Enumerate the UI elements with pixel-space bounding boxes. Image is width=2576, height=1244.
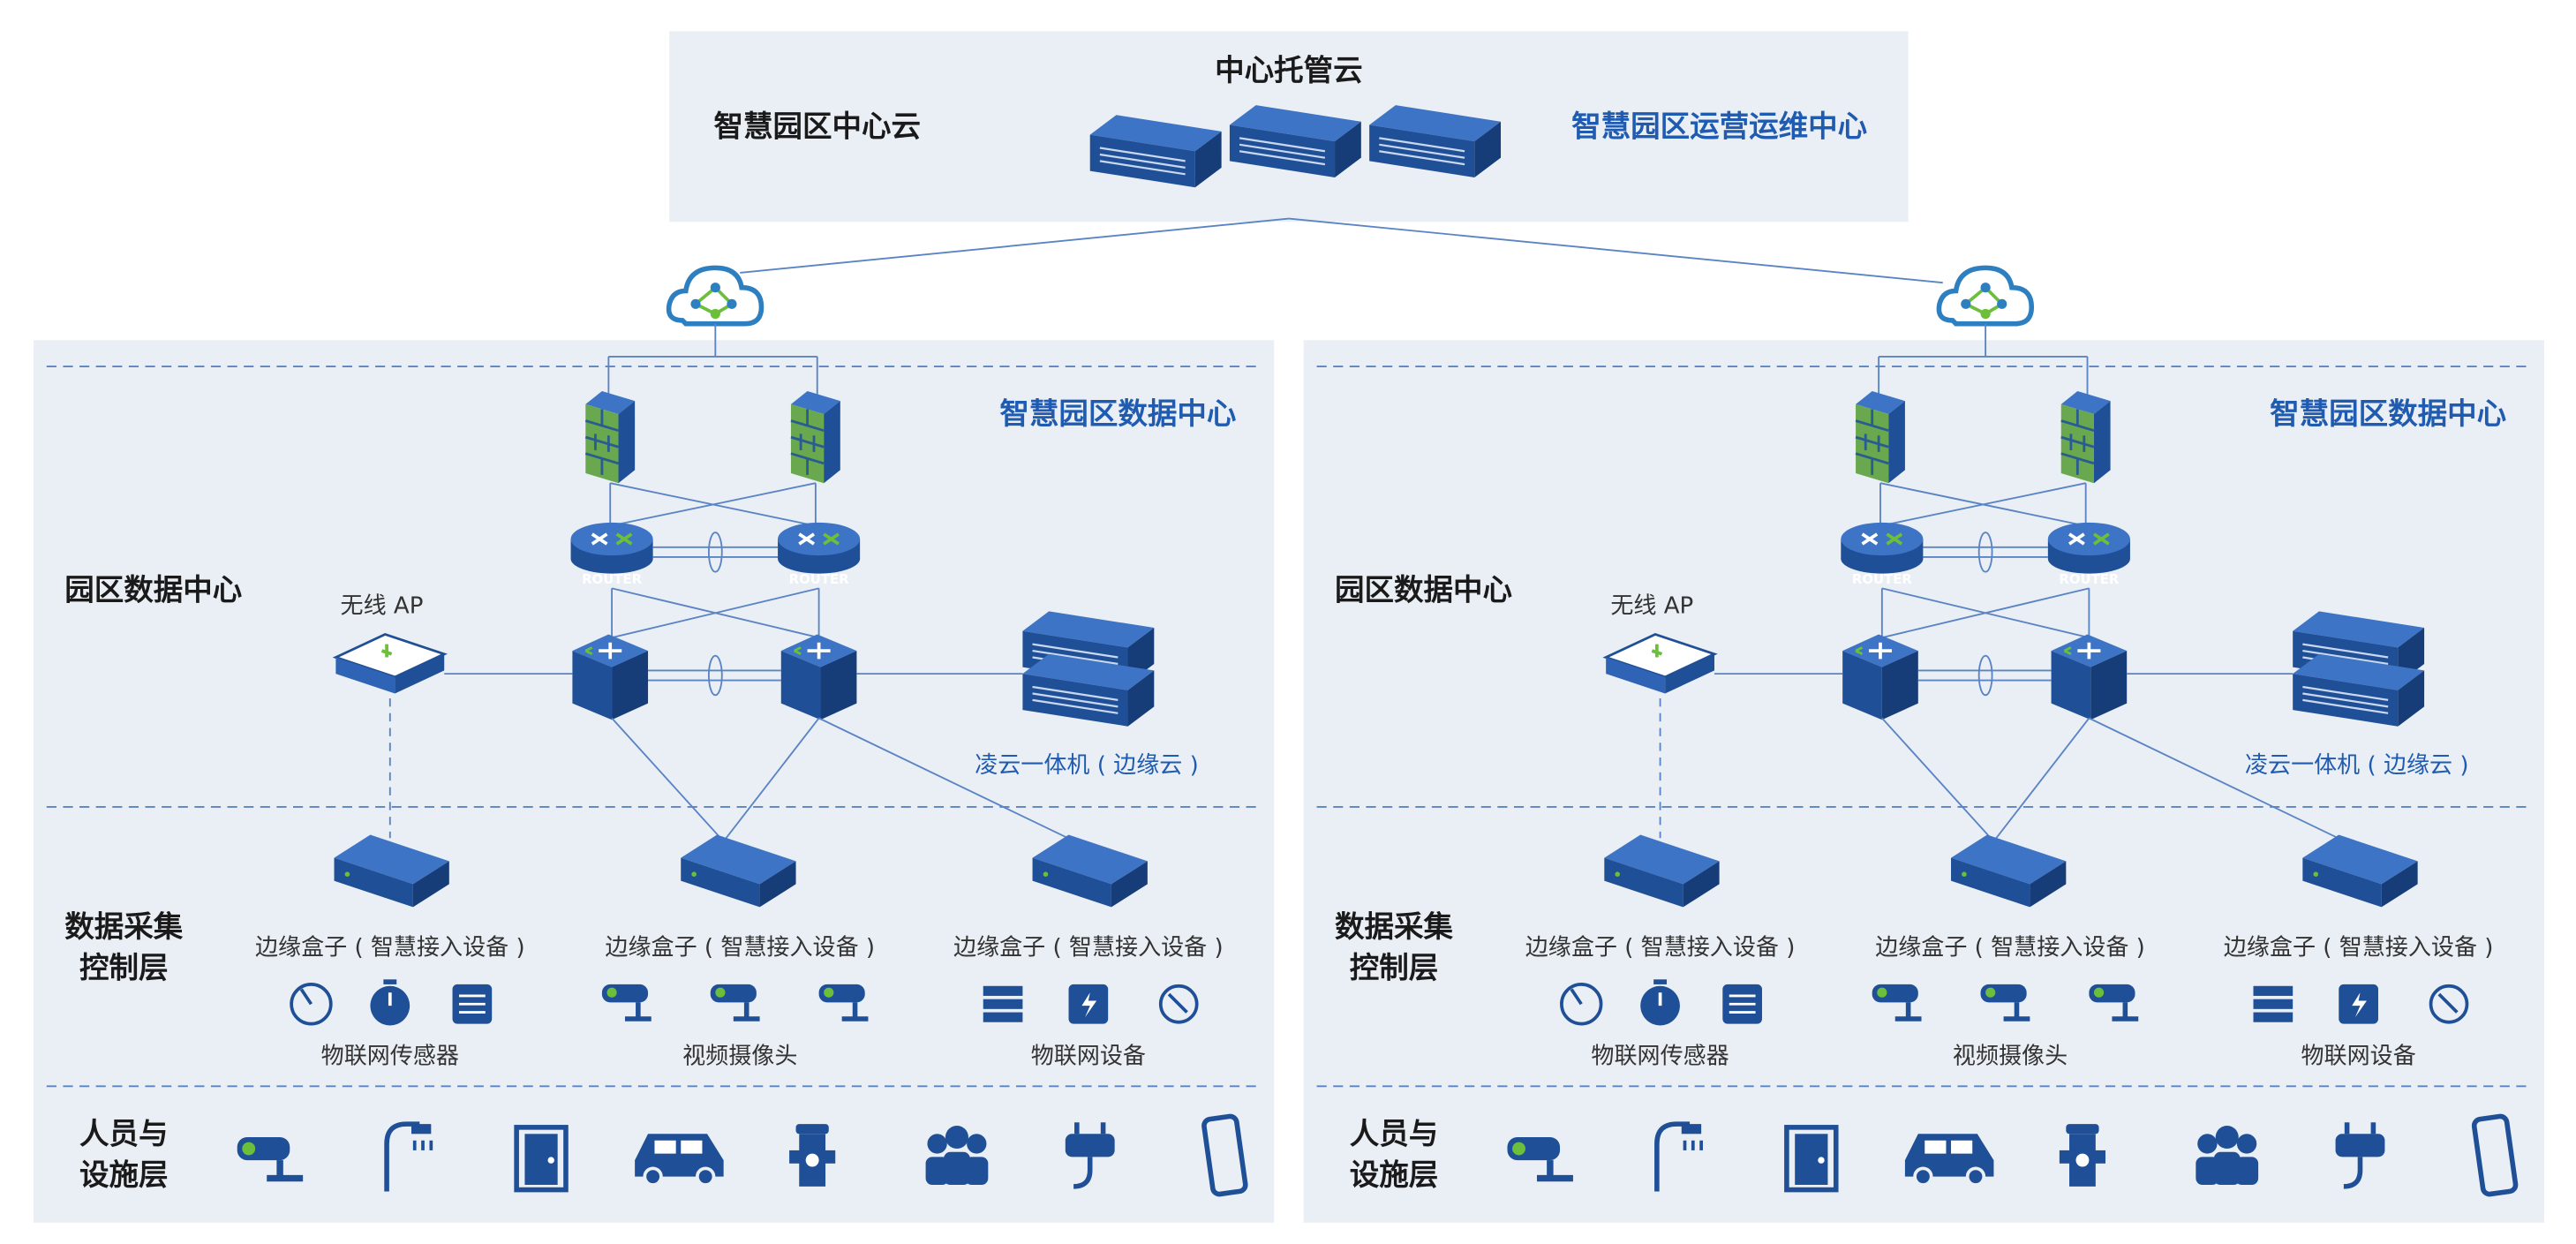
wireless-ap-label: 无线 AP: [1610, 592, 1693, 619]
sliders-icon: [1722, 984, 1762, 1024]
central-cloud-left-label: 智慧园区中心云: [713, 109, 920, 143]
edge-box-label: 边缘盒子 ( 智慧接入设备 ): [2224, 934, 2494, 961]
uplink-line: [740, 217, 1290, 274]
edge-box-label: 边缘盒子 ( 智慧接入设备 ): [605, 934, 875, 961]
phone-icon: [2471, 1113, 2519, 1197]
edge-box-label: 边缘盒子 ( 智慧接入设备 ): [953, 934, 1224, 961]
people-icon: [925, 1125, 989, 1185]
power-panel-icon: [1068, 984, 1109, 1024]
compass-icon: [1158, 984, 1199, 1024]
gauge-icon: [290, 983, 333, 1026]
firewall-icon: [789, 389, 842, 485]
camera-icon: [1507, 1137, 1573, 1182]
door-icon: [1784, 1125, 1839, 1193]
layer-label-datacenter: 园区数据中心: [1335, 572, 1512, 607]
layer-label-collect: 数据采集: [64, 909, 183, 944]
gauge-icon: [1560, 983, 1603, 1026]
router-icon: [1839, 521, 1925, 576]
fire-hydrant-icon: [789, 1124, 836, 1187]
edge-cloud-label: 凌云一体机 ( 边缘云 ): [975, 752, 1199, 779]
group-label-sensors: 物联网传感器: [321, 1043, 459, 1069]
layer-label-datacenter: 园区数据中心: [64, 572, 242, 607]
shower-icon: [1654, 1121, 1703, 1192]
switch-icon: [570, 632, 650, 722]
edge-box-label: 边缘盒子 ( 智慧接入设备 ): [255, 934, 525, 961]
dc-title: 智慧园区数据中心: [999, 396, 1236, 431]
layer-label-collect: 控制层: [79, 950, 169, 984]
cloud-network-icon: [1939, 268, 2031, 323]
central-cloud-right-label: 智慧园区运营运维中心: [1571, 109, 1867, 143]
camera-icon: [710, 984, 760, 1022]
layer-label-people: 人员与: [1350, 1116, 1439, 1150]
plug-icon: [1065, 1122, 1115, 1189]
uplink-line: [1288, 217, 1943, 284]
car-icon: [1904, 1134, 1994, 1187]
campus-panel-right: ROUTER ROUTER 无线 AP 凌云一体机 ( 边缘云 ) 智慧园区数据…: [1303, 268, 2544, 1223]
camera-icon: [601, 984, 652, 1022]
central-cloud-title: 中心托管云: [1215, 53, 1363, 87]
edge-box-label: 边缘盒子 ( 智慧接入设备 ): [1875, 934, 2145, 961]
router-icon: [2045, 521, 2132, 576]
timer-icon: [370, 979, 411, 1026]
fire-hydrant-icon: [2059, 1124, 2105, 1187]
edge-box-label: 边缘盒子 ( 智慧接入设备 ): [1525, 934, 1796, 961]
timer-icon: [1640, 979, 1680, 1026]
router-label: ROUTER: [582, 571, 642, 587]
group-label-iot: 物联网设备: [2301, 1043, 2416, 1069]
router-icon: [776, 521, 862, 576]
compass-icon: [2429, 984, 2469, 1024]
server-rack-icon: [2253, 985, 2294, 1022]
switch-icon: [2049, 632, 2129, 722]
campus-panel-left: ROUTER ROUTER 无线 AP 凌云一体机 ( 边缘云 ) 智慧园区数据…: [33, 268, 1275, 1223]
router-label: ROUTER: [2059, 571, 2119, 587]
layer-label-people: 设施层: [79, 1157, 169, 1192]
dc-title: 智慧园区数据中心: [2270, 396, 2506, 431]
edge-cloud-label: 凌云一体机 ( 边缘云 ): [2245, 752, 2469, 779]
switch-icon: [1841, 632, 1920, 722]
camera-icon: [818, 984, 869, 1022]
router-label: ROUTER: [1852, 571, 1912, 587]
layer-label-people: 人员与: [79, 1116, 169, 1150]
router-label: ROUTER: [789, 571, 849, 587]
firewall-icon: [1854, 389, 1907, 485]
power-panel-icon: [2339, 984, 2378, 1024]
camera-icon: [1872, 984, 1922, 1022]
server-rack-icon: [983, 985, 1023, 1022]
router-icon: [569, 521, 655, 576]
wireless-ap-label: 无线 AP: [341, 592, 424, 619]
phone-icon: [1201, 1113, 1248, 1197]
sliders-icon: [452, 984, 493, 1024]
car-icon: [635, 1134, 724, 1187]
group-label-video: 视频摄像头: [1953, 1043, 2068, 1069]
group-label-video: 视频摄像头: [682, 1043, 797, 1069]
firewall-icon: [584, 389, 636, 485]
plug-icon: [2335, 1122, 2385, 1189]
people-icon: [2196, 1125, 2259, 1185]
layer-label-collect: 数据采集: [1335, 909, 1453, 944]
group-label-iot: 物联网设备: [1031, 1043, 1146, 1069]
layer-label-collect: 控制层: [1350, 950, 1439, 984]
cloud-network-icon: [669, 268, 762, 323]
camera-icon: [1980, 984, 2030, 1022]
switch-icon: [779, 632, 859, 722]
camera-icon: [2089, 984, 2139, 1022]
group-label-sensors: 物联网传感器: [1591, 1043, 1729, 1069]
layer-label-people: 设施层: [1350, 1157, 1439, 1192]
shower-icon: [384, 1121, 433, 1192]
camera-icon: [237, 1137, 304, 1182]
door-icon: [514, 1125, 569, 1193]
firewall-icon: [2060, 389, 2112, 485]
